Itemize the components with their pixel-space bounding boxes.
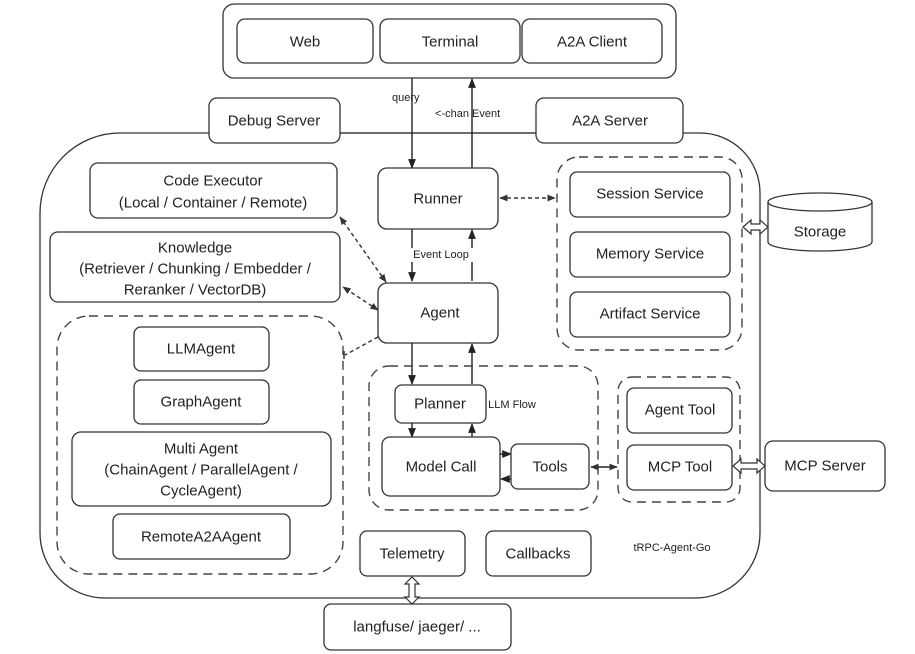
session-service[interactable]: Session Service xyxy=(569,171,731,218)
artifact-service-label: Artifact Service xyxy=(600,306,701,323)
tool-group xyxy=(617,376,741,503)
agent-agents-group-link xyxy=(344,336,379,356)
memory-service-label: Memory Service xyxy=(596,246,704,263)
runner[interactable]: Runner xyxy=(377,167,499,230)
remote-a2a-agent-label: RemoteA2AAgent xyxy=(141,529,262,546)
telemetry-label: Telemetry xyxy=(379,546,445,563)
services-storage-double-arrow xyxy=(742,218,769,236)
artifact-service[interactable]: Artifact Service xyxy=(569,291,731,338)
framework-title: tRPC-Agent-Go xyxy=(633,542,710,554)
web-client[interactable]: Web xyxy=(236,18,374,64)
storage[interactable]: Storage xyxy=(767,192,873,252)
code-executor-subtitle: (Local / Container / Remote) xyxy=(119,195,307,212)
agent[interactable]: Agent xyxy=(377,282,499,344)
agent-code-executor-link xyxy=(339,216,387,283)
mcp-tool[interactable]: MCP Tool xyxy=(626,444,733,491)
mcp-double-arrow xyxy=(732,457,766,475)
knowledge-line2: (Retriever / Chunking / Embedder / xyxy=(79,261,312,278)
mcp-tool-label: MCP Tool xyxy=(648,459,712,476)
telemetry-double-arrow xyxy=(403,576,421,605)
callbacks[interactable]: Callbacks xyxy=(485,530,592,577)
memory-service[interactable]: Memory Service xyxy=(569,231,731,278)
agent-knowledge-link xyxy=(342,286,379,311)
a2a-server-label: A2A Server xyxy=(572,113,648,130)
mcp-server-label: MCP Server xyxy=(784,458,865,475)
terminal-client[interactable]: Terminal xyxy=(379,18,521,64)
knowledge-title: Knowledge xyxy=(158,240,232,257)
runner-label: Runner xyxy=(413,191,462,208)
multi-agent-line2: (ChainAgent / ParallelAgent / xyxy=(104,462,298,479)
agent-tool[interactable]: Agent Tool xyxy=(626,387,733,434)
agent-tool-label: Agent Tool xyxy=(645,402,716,419)
debug-server[interactable]: Debug Server xyxy=(208,97,341,144)
agents-group xyxy=(56,315,344,575)
knowledge[interactable]: Knowledge (Retriever / Chunking / Embedd… xyxy=(49,231,341,303)
terminal-client-label: Terminal xyxy=(422,34,479,51)
event-loop-label: Event Loop xyxy=(413,249,469,261)
query-label: query xyxy=(392,92,420,104)
graph-agent-label: GraphAgent xyxy=(161,394,243,411)
observability-label: langfuse/ jaeger/ ... xyxy=(353,619,481,636)
model-call-label: Model Call xyxy=(406,459,477,476)
observability-backends[interactable]: langfuse/ jaeger/ ... xyxy=(323,603,512,651)
planner-label: Planner xyxy=(414,396,466,413)
multi-agent-line3: CycleAgent) xyxy=(160,483,242,500)
chan-event-label: <-chan Event xyxy=(435,108,500,120)
event-loop-label-bg xyxy=(402,248,480,262)
a2a-client[interactable]: A2A Client xyxy=(521,18,663,64)
planner[interactable]: Planner xyxy=(394,384,487,424)
storage-label: Storage xyxy=(794,224,847,241)
telemetry[interactable]: Telemetry xyxy=(359,530,466,577)
session-service-label: Session Service xyxy=(596,186,704,203)
model-call[interactable]: Model Call xyxy=(381,436,501,497)
code-executor-title: Code Executor xyxy=(163,173,262,190)
callbacks-label: Callbacks xyxy=(505,546,570,563)
web-client-label: Web xyxy=(290,34,321,51)
a2a-server[interactable]: A2A Server xyxy=(535,97,684,144)
framework-container xyxy=(39,132,761,599)
llm-flow-label: LLM Flow xyxy=(488,399,536,411)
code-executor[interactable]: Code Executor (Local / Container / Remot… xyxy=(89,162,338,219)
llm-flow-group xyxy=(368,365,599,511)
mcp-server[interactable]: MCP Server xyxy=(764,440,886,492)
a2a-client-label: A2A Client xyxy=(557,34,628,51)
remote-a2a-agent[interactable]: RemoteA2AAgent xyxy=(112,513,291,560)
knowledge-line3: Reranker / VectorDB) xyxy=(124,282,267,299)
debug-server-label: Debug Server xyxy=(228,113,321,130)
multi-agent[interactable]: Multi Agent (ChainAgent / ParallelAgent … xyxy=(71,431,332,507)
tools-label: Tools xyxy=(532,459,567,476)
services-group xyxy=(556,156,743,351)
llm-agent[interactable]: LLMAgent xyxy=(133,326,270,372)
multi-agent-title: Multi Agent xyxy=(164,441,239,458)
graph-agent[interactable]: GraphAgent xyxy=(133,379,270,425)
tools[interactable]: Tools xyxy=(510,443,590,490)
llm-agent-label: LLMAgent xyxy=(167,341,236,358)
agent-label: Agent xyxy=(420,305,460,322)
